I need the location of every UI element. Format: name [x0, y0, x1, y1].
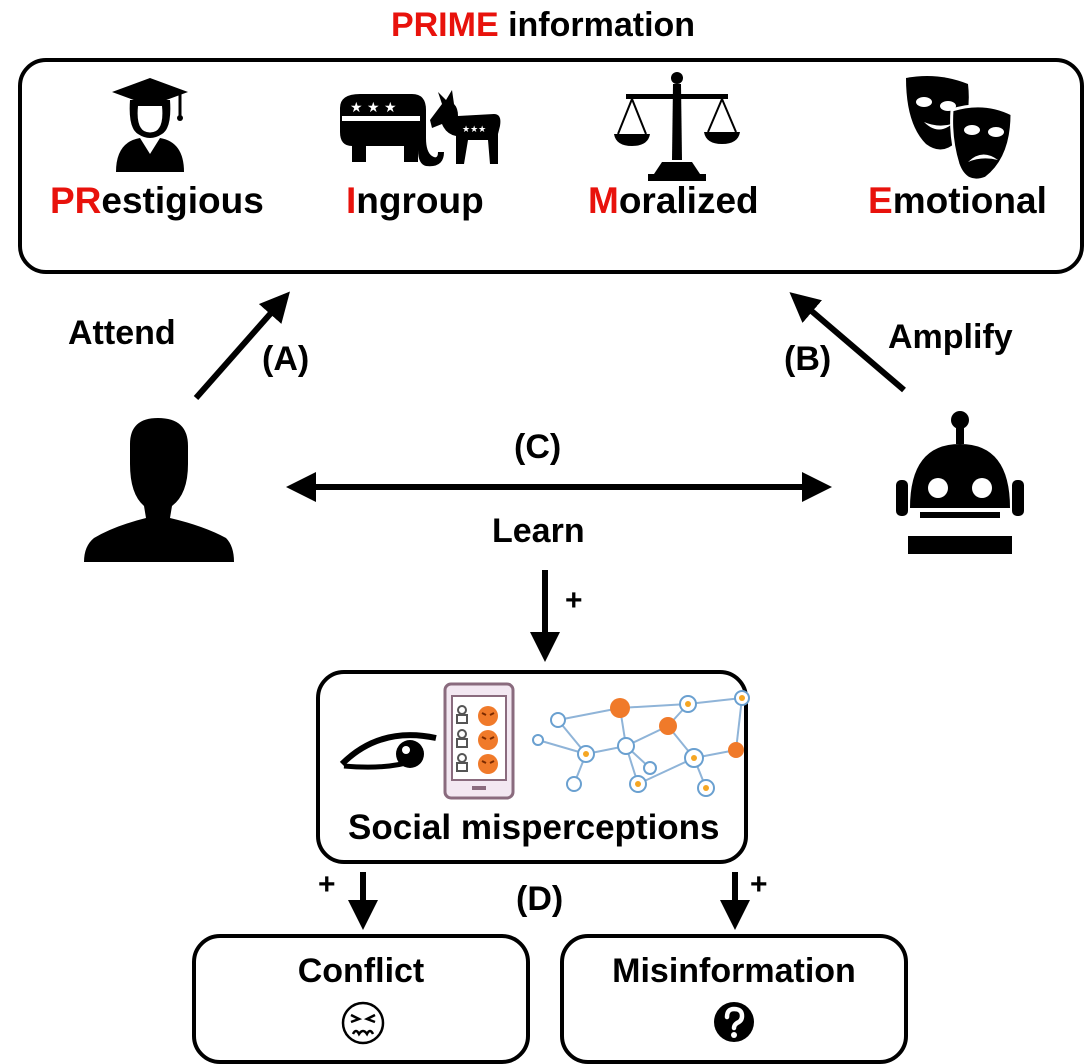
misinformation-box	[560, 934, 908, 1064]
label-plus-left: +	[318, 868, 336, 901]
person-icon	[84, 418, 234, 562]
title-highlight: PRIME	[390, 6, 499, 44]
network-graph-icon	[532, 690, 750, 797]
misinformation-label: Misinformation	[612, 952, 856, 990]
label-d: (D)	[516, 880, 564, 918]
title-rest: information	[498, 6, 696, 44]
label-plus-learn: +	[565, 584, 583, 617]
eye-icon	[339, 732, 437, 770]
conflict-label: Conflict	[297, 952, 425, 990]
svg-text:★★★: ★★★	[462, 125, 486, 135]
label-plus-right: +	[750, 868, 768, 901]
misperceptions-label: Social misperceptions	[348, 808, 720, 847]
robot-icon	[896, 411, 1024, 554]
arrow-attend	[193, 291, 290, 400]
label-attend: Attend	[68, 314, 176, 352]
scales-icon	[614, 72, 740, 181]
category-ingroup: Ingroup	[346, 180, 484, 221]
svg-text:★ ★ ★: ★ ★ ★	[350, 100, 397, 116]
category-emotional: Emotional	[868, 180, 1047, 221]
arrow-amplify	[789, 292, 906, 393]
label-learn: Learn	[492, 512, 585, 550]
category-prestigious: PRestigious	[50, 180, 264, 221]
social-feed-phone-icon	[443, 682, 515, 800]
diagram-title: PRIME information	[0, 6, 1086, 45]
angry-face-icon	[341, 1001, 385, 1045]
category-moralized: Moralized	[588, 180, 759, 221]
prime-box	[18, 58, 1084, 274]
label-a: (A)	[262, 340, 310, 378]
label-c: (C)	[514, 428, 562, 466]
graduate-icon	[112, 78, 188, 172]
label-amplify: Amplify	[888, 318, 1013, 356]
theater-masks-icon	[906, 76, 1014, 182]
label-b: (B)	[784, 340, 832, 378]
question-circle-icon	[714, 1002, 754, 1042]
party-animals-icon: ★ ★ ★ ★★★	[340, 90, 501, 167]
